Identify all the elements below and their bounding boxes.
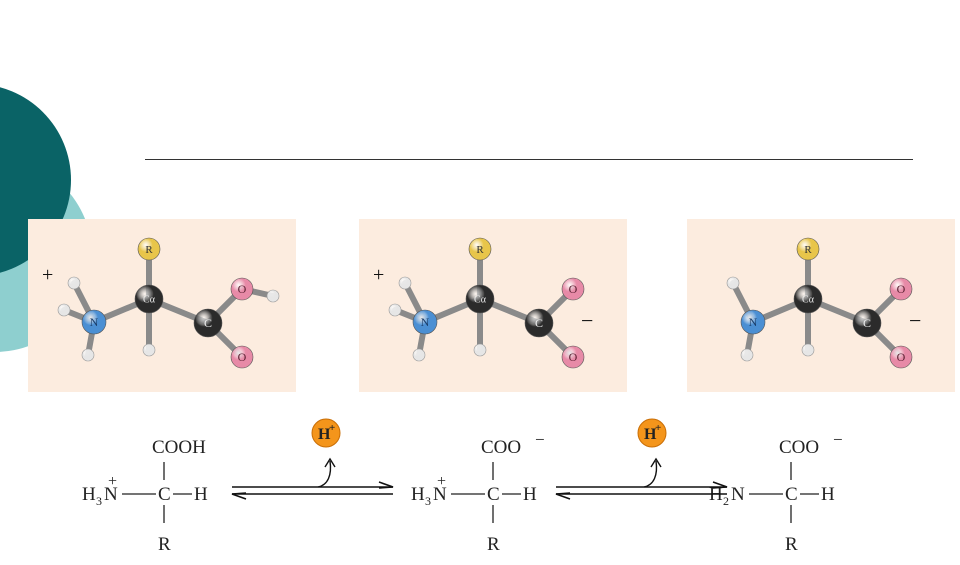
carbonyl-carbon-atom [193, 308, 223, 338]
r-group-atom-label: R [476, 244, 484, 256]
proton-charge: + [655, 422, 661, 434]
amino-n: N [433, 484, 447, 505]
proton-charge: + [329, 422, 335, 434]
oxygen-atom-1 [230, 277, 254, 301]
central-carbon: C [158, 484, 171, 505]
proton-label: H [644, 426, 657, 443]
r-group-atom [468, 237, 492, 261]
carbonyl-carbon-atom-label: C [535, 316, 543, 330]
carboxyl-charge: − [535, 430, 545, 449]
central-carbon: C [785, 484, 798, 505]
amino-subscript: 2 [723, 494, 729, 508]
oxygen-atom-2-label: O [238, 350, 247, 364]
nitrogen-atom-label: N [749, 315, 758, 329]
hydrogen-atom [412, 348, 426, 362]
carboxyl-group: COOH [152, 437, 206, 458]
hydrogen-atom [388, 303, 402, 317]
side-chain-r: R [487, 534, 500, 555]
alpha-carbon-atom-label: Cα [474, 295, 487, 306]
oxygen-atom-2 [561, 345, 585, 369]
carbonyl-carbon-atom [852, 308, 882, 338]
carboxyl-group: COO [481, 437, 521, 458]
alpha-hydrogen: H [194, 484, 208, 505]
carbonyl-carbon-atom-label: C [863, 316, 871, 330]
oxygen-atom-2-label: O [569, 350, 578, 364]
charge-positive: + [373, 264, 384, 286]
alpha-hydrogen: H [523, 484, 537, 505]
title-divider [145, 159, 913, 160]
oxygen-atom-2 [889, 345, 913, 369]
proton-badge: H+ [311, 418, 341, 448]
alpha-hydrogen: H [821, 484, 835, 505]
ball-and-stick-model: R N CαC O O + [42, 237, 280, 369]
r-group-atom-label: R [145, 244, 153, 256]
central-carbon: C [487, 484, 500, 505]
r-group-atom-label: R [804, 244, 812, 256]
nitrogen-atom [81, 309, 107, 335]
amino-subscript: 3 [96, 494, 102, 508]
alpha-carbon-atom [134, 284, 164, 314]
equilibrium-arrow-2 [555, 457, 728, 500]
amino-h: H [411, 484, 425, 505]
amino-charge: + [108, 473, 117, 490]
alpha-carbon-atom [793, 284, 823, 314]
oxygen-atom-1-label: O [569, 282, 578, 296]
carbonyl-carbon-atom [524, 308, 554, 338]
proton-badge: H+ [637, 418, 667, 448]
ball-and-stick-model: R N CαC O O + − [373, 237, 593, 369]
nitrogen-atom-label: N [421, 315, 430, 329]
carboxyl-group: COO [779, 437, 819, 458]
hydrogen-atom [726, 276, 740, 290]
amino-n: N [731, 484, 745, 505]
amino-h: H [82, 484, 96, 505]
hydrogen-atom [57, 303, 71, 317]
carboxyl-charge: − [833, 430, 843, 449]
alpha-carbon-atom [465, 284, 495, 314]
charge-negative: − [909, 308, 921, 333]
side-chain-r: R [158, 534, 171, 555]
r-group-atom [796, 237, 820, 261]
hydrogen-atom [801, 343, 815, 357]
hydrogen-atom [398, 276, 412, 290]
carbonyl-carbon-atom-label: C [204, 316, 212, 330]
hydrogen-atom [266, 289, 280, 303]
nitrogen-atom-label: N [90, 315, 99, 329]
proton-label: H [318, 426, 331, 443]
equilibrium-arrow-1 [231, 457, 394, 500]
oxygen-atom-1-label: O [238, 282, 247, 296]
hydrogen-atom [81, 348, 95, 362]
hydrogen-atom [67, 276, 81, 290]
hydrogen-atom [473, 343, 487, 357]
nitrogen-atom [412, 309, 438, 335]
hydrogen-atom [740, 348, 754, 362]
amino-subscript: 3 [425, 494, 431, 508]
side-chain-r: R [785, 534, 798, 555]
oxygen-atom-1-label: O [897, 282, 906, 296]
oxygen-atom-1 [561, 277, 585, 301]
oxygen-atom-2-label: O [897, 350, 906, 364]
charge-positive: + [42, 264, 53, 286]
amino-charge: + [437, 473, 446, 490]
alpha-carbon-atom-label: Cα [802, 295, 815, 306]
r-group-atom [137, 237, 161, 261]
oxygen-atom-2 [230, 345, 254, 369]
hydrogen-atom [142, 343, 156, 357]
charge-negative: − [581, 308, 593, 333]
oxygen-atom-1 [889, 277, 913, 301]
alpha-carbon-atom-label: Cα [143, 295, 156, 306]
nitrogen-atom [740, 309, 766, 335]
amino-n: N [104, 484, 118, 505]
